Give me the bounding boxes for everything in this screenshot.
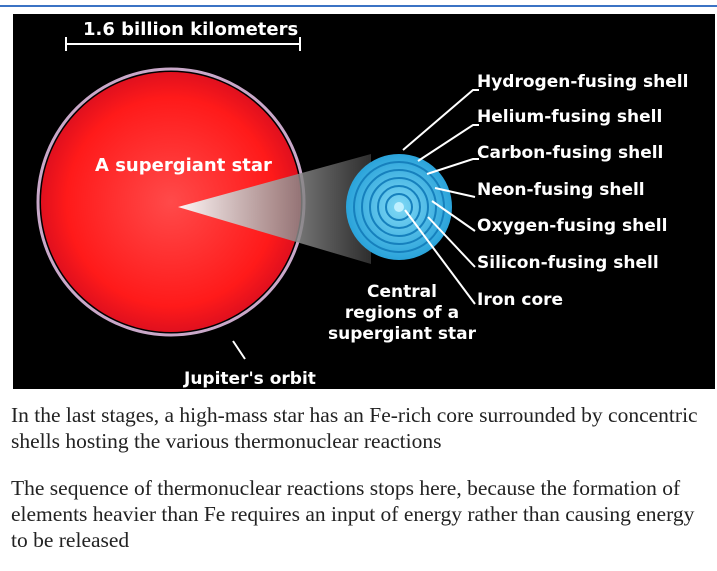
shell-label-iron-core: Iron core [477, 290, 563, 310]
star-label: A supergiant star [95, 155, 272, 176]
central-label-line-3: supergiant star [328, 324, 477, 344]
orbit-label: Jupiter's orbit [183, 369, 316, 389]
iron-core [394, 202, 404, 212]
orbit-pointer-line [232, 340, 246, 360]
zoom-cone [178, 154, 371, 264]
scale-bar [65, 37, 301, 51]
shell-label-helium: Helium-fusing shell [477, 107, 662, 127]
diagram-svg: 1.6 billion kilometers A supergiant star… [36, 19, 688, 389]
caption-paragraph-1: In the last stages, a high-mass star has… [11, 403, 698, 453]
central-label-line-1: Central [367, 282, 437, 302]
shell-label-neon: Neon-fusing shell [477, 180, 645, 200]
shell-leader-lines [402, 89, 479, 305]
shell-label-oxygen: Oxygen-fusing shell [477, 216, 667, 236]
concentric-shells [346, 154, 452, 260]
caption-paragraph-2: The sequence of thermonuclear reactions … [11, 476, 695, 552]
supergiant-star [41, 72, 301, 332]
star-structure-diagram: 1.6 billion kilometers A supergiant star… [13, 14, 715, 389]
shell-label-silicon: Silicon-fusing shell [477, 253, 659, 273]
top-rule [0, 5, 717, 7]
shell-label-carbon: Carbon-fusing shell [477, 143, 663, 163]
scale-label: 1.6 billion kilometers [83, 19, 298, 40]
shell-label-hydrogen: Hydrogen-fusing shell [477, 72, 688, 92]
central-label-line-2: regions of a [345, 303, 459, 323]
